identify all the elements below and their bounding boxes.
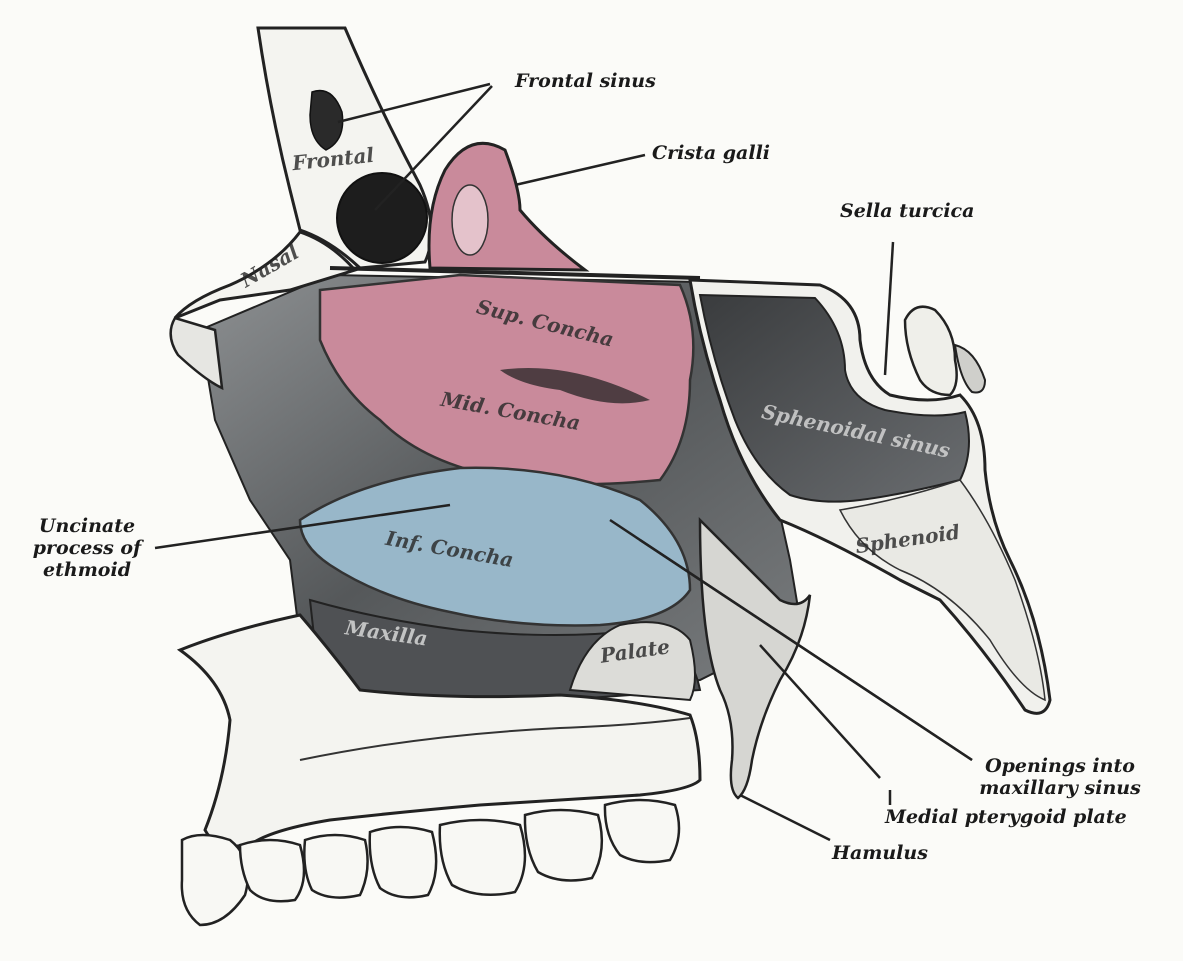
label-openings-maxillary-sinus: Openings into maxillary sinus: [979, 755, 1141, 799]
label-medial-pterygoid-plate: Medial pterygoid plate: [885, 806, 1127, 828]
label-crista-galli: Crista galli: [652, 142, 770, 164]
leader-lines: [154, 82, 973, 842]
crista-galli-marrow: [451, 184, 489, 256]
label-sella-turcica: Sella turcica: [840, 200, 975, 222]
dorsum-sellae: [903, 305, 958, 397]
cribriform-plate: [329, 266, 701, 280]
label-uncinate-process: Uncinate process of ethmoid: [32, 515, 142, 581]
superior-meatus-groove: [500, 368, 650, 404]
posterior-clinoid: [953, 343, 987, 394]
crista-galli: [427, 141, 590, 272]
hard-palate: [176, 613, 702, 848]
sphenoidal-sinus-cavity: [698, 293, 970, 503]
palatine-bone: [568, 621, 696, 702]
sphenoid-spongy: [838, 479, 1046, 702]
inferior-concha: [298, 466, 692, 627]
label-frontal-sinus: Frontal sinus: [515, 70, 656, 92]
palate-ridge: [299, 717, 691, 761]
nasal-tip: [169, 316, 224, 391]
label-hamulus: Hamulus: [832, 842, 928, 864]
frontal-sinus-cavity-main: [336, 172, 428, 264]
upper-teeth: [180, 798, 681, 927]
frontal-sinus-cavity-upper: [309, 89, 344, 151]
medial-pterygoid-plate: [698, 516, 812, 800]
